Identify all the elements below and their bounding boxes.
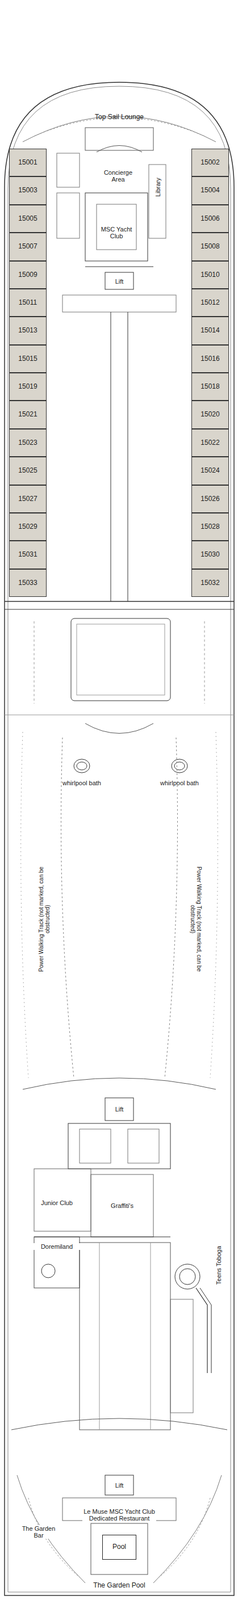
area-name: Junior Club <box>34 1200 80 1208</box>
room-number: 15024 <box>200 467 220 475</box>
cabin-box: 15032 <box>191 569 229 598</box>
room-number: 15022 <box>200 439 220 448</box>
lift-label: Lift <box>107 1483 131 1491</box>
cabin-box: 15018 <box>191 373 229 402</box>
area-name: MSC Yacht Club <box>96 226 137 240</box>
cabin-box: 15004 <box>191 176 229 205</box>
room-number: 15010 <box>200 271 220 279</box>
room-number: 15023 <box>18 439 37 448</box>
feature-label: whirlpool bath <box>56 780 108 788</box>
area-name: Le Muse MSC Yacht Club Dedicated Restaur… <box>82 1509 157 1524</box>
feature-label: whirlpool bath <box>153 780 206 788</box>
cabin-box: 15022 <box>191 429 229 458</box>
area-name: Library <box>154 164 162 211</box>
cabin-box: 15030 <box>191 541 229 570</box>
cabin-box: 15003 <box>9 176 47 205</box>
cabin-box: 15023 <box>9 429 47 458</box>
cabin-box: 15020 <box>191 401 229 429</box>
area-name: Concierge Area <box>98 169 139 183</box>
cabin-box: 15027 <box>9 485 47 514</box>
room-number: 15029 <box>18 523 37 532</box>
cabin-box: 15007 <box>9 232 47 261</box>
cabin-box: 15006 <box>191 205 229 233</box>
room-number: 15019 <box>18 383 37 391</box>
area-name: Doremiland <box>31 1244 83 1252</box>
cabin-box: 15011 <box>9 289 47 317</box>
cabin-box: 15009 <box>9 261 47 290</box>
room-number: 15012 <box>200 299 220 307</box>
cabin-box: 15012 <box>191 289 229 317</box>
room-number: 15002 <box>200 159 220 167</box>
room-number: 15033 <box>18 579 37 588</box>
room-number: 15003 <box>18 186 37 195</box>
room-number: 15031 <box>18 551 37 559</box>
room-number: 15026 <box>200 495 220 504</box>
room-number: 15006 <box>200 215 220 223</box>
cabin-box: 15025 <box>9 457 47 486</box>
cabin-box: 15014 <box>191 316 229 345</box>
area-name: The Garden Bar <box>18 1526 59 1541</box>
cabin-box: 15008 <box>191 232 229 261</box>
cabin-box: 15024 <box>191 457 229 486</box>
cabin-box: 15021 <box>9 401 47 429</box>
room-number: 15008 <box>200 243 220 251</box>
cabin-box: 15005 <box>9 205 47 233</box>
cabin-box: 15019 <box>9 373 47 402</box>
area-name: Teens Toboga <box>215 1238 223 1296</box>
room-number: 15013 <box>18 327 37 335</box>
cabin-box: 15010 <box>191 261 229 290</box>
room-number: 15032 <box>200 579 220 588</box>
cabin-box: 15031 <box>9 541 47 570</box>
cabin-box: 15002 <box>191 148 229 177</box>
room-number: 15004 <box>200 186 220 195</box>
room-number: 15025 <box>18 467 37 475</box>
room-number: 15030 <box>200 551 220 559</box>
cabin-box: 15033 <box>9 569 47 598</box>
cabin-box: 15029 <box>9 513 47 542</box>
cabin-box: 15026 <box>191 485 229 514</box>
area-name: Top Sail Lounge <box>79 113 160 121</box>
room-number: 15014 <box>200 327 220 335</box>
track-note: Power Walking Track (not marked, can be … <box>38 854 51 986</box>
room-number: 15028 <box>200 523 220 532</box>
room-number: 15021 <box>18 411 37 419</box>
area-name: Graffiti's <box>99 1203 145 1211</box>
cabin-box: 15001 <box>9 148 47 177</box>
room-number: 15018 <box>200 383 220 391</box>
room-number: 15009 <box>18 271 37 279</box>
room-number: 15007 <box>18 243 37 251</box>
track-note: Power Walking Track (not marked, can be … <box>189 854 203 986</box>
room-number: 15015 <box>18 355 37 363</box>
lift-label: Lift <box>107 1107 131 1114</box>
room-number: Pool <box>112 1545 127 1553</box>
room-number: 15005 <box>18 215 37 223</box>
room-number: 15020 <box>200 411 220 419</box>
room-number: 15027 <box>18 495 37 504</box>
cabin-box: 15013 <box>9 316 47 345</box>
lift-label: Lift <box>107 278 131 286</box>
cabin-box: 15028 <box>191 513 229 542</box>
pool-box: Pool <box>102 1536 137 1562</box>
room-number: 15001 <box>18 159 37 167</box>
cabin-box: 15016 <box>191 345 229 374</box>
room-number: 15011 <box>18 299 37 307</box>
room-number: 15016 <box>200 355 220 363</box>
area-name: The Garden Pool <box>79 1583 160 1592</box>
cabin-box: 15015 <box>9 345 47 374</box>
